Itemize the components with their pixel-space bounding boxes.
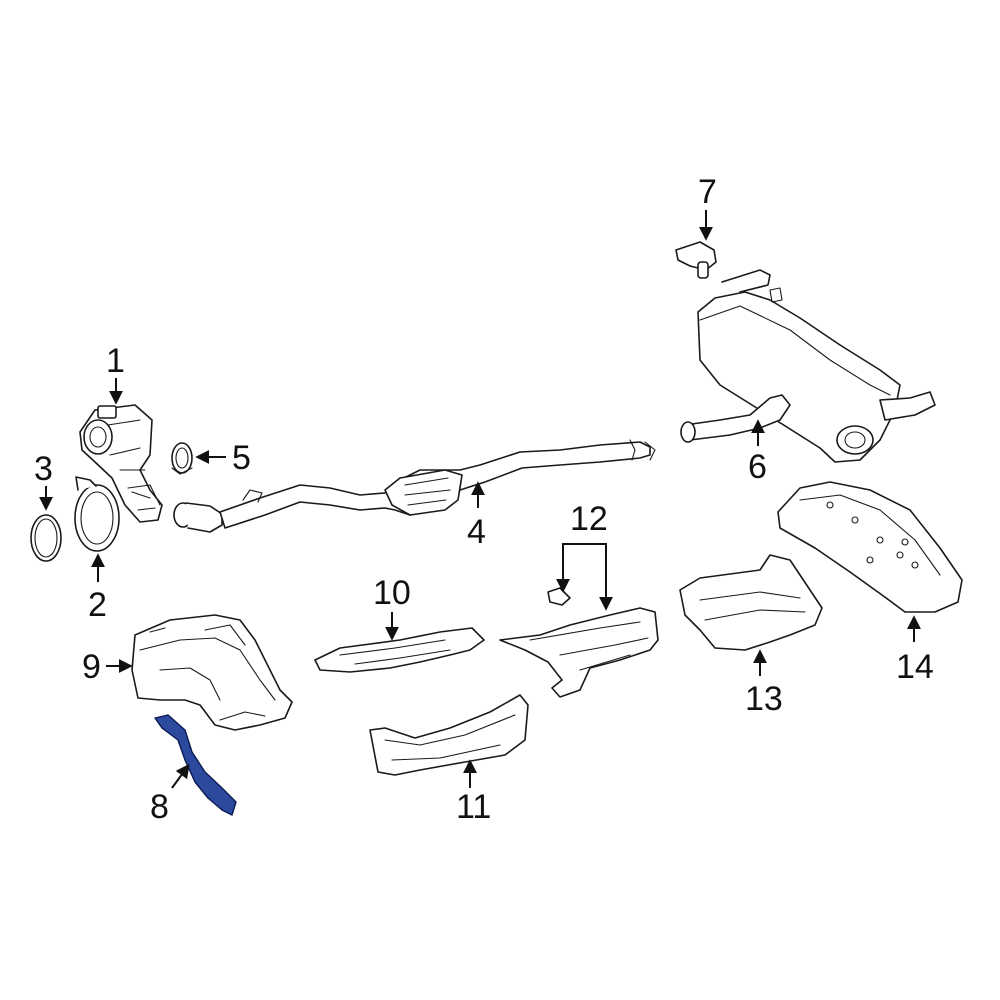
callout-7: 7 bbox=[698, 173, 717, 241]
callout-4: 4 bbox=[467, 481, 486, 551]
part-8-bracket-highlighted[interactable] bbox=[154, 714, 237, 816]
part-9-heat-shield[interactable] bbox=[131, 614, 293, 731]
callout-8: 8 bbox=[150, 763, 190, 826]
part-14-heat-shield[interactable] bbox=[777, 481, 963, 613]
callout-12: 12 bbox=[556, 500, 613, 611]
part-13-heat-shield[interactable] bbox=[679, 554, 823, 651]
callout-3: 3 bbox=[34, 450, 53, 511]
callout-5: 5 bbox=[195, 439, 251, 477]
callout-2: 2 bbox=[88, 553, 107, 624]
callout-9: 9 bbox=[82, 648, 133, 686]
callout-13: 13 bbox=[745, 649, 783, 718]
callout-6: 6 bbox=[748, 419, 767, 486]
svg-text:13: 13 bbox=[745, 680, 783, 718]
svg-text:2: 2 bbox=[88, 586, 107, 624]
highlighted-part-shape bbox=[154, 714, 237, 816]
svg-text:11: 11 bbox=[456, 788, 491, 826]
part-4-front-pipe[interactable] bbox=[173, 439, 656, 533]
part-10-heat-shield[interactable] bbox=[314, 627, 485, 673]
svg-text:14: 14 bbox=[896, 648, 934, 686]
part-6-rear-muffler[interactable] bbox=[680, 269, 936, 463]
svg-text:4: 4 bbox=[467, 513, 486, 551]
part-12-heat-shield[interactable] bbox=[499, 587, 659, 698]
callout-11: 11 bbox=[456, 759, 491, 826]
svg-text:10: 10 bbox=[373, 574, 411, 612]
svg-text:1: 1 bbox=[106, 342, 125, 380]
part-5-seal-ring[interactable] bbox=[171, 442, 193, 475]
callout-10: 10 bbox=[373, 574, 411, 641]
svg-text:6: 6 bbox=[748, 448, 767, 486]
svg-text:5: 5 bbox=[232, 439, 251, 477]
svg-text:7: 7 bbox=[698, 173, 717, 211]
callout-1: 1 bbox=[106, 342, 125, 405]
svg-text:9: 9 bbox=[82, 648, 101, 686]
part-11-heat-shield[interactable] bbox=[369, 694, 529, 776]
callout-14: 14 bbox=[896, 615, 934, 686]
part-1-catalytic-converter[interactable] bbox=[79, 404, 163, 523]
svg-text:3: 3 bbox=[34, 450, 53, 488]
part-3-gasket-ring[interactable] bbox=[30, 514, 62, 562]
part-7-sensor-bracket[interactable] bbox=[675, 241, 717, 279]
part-2-clamp[interactable] bbox=[74, 476, 120, 552]
svg-text:8: 8 bbox=[150, 788, 169, 826]
svg-text:12: 12 bbox=[570, 500, 608, 538]
